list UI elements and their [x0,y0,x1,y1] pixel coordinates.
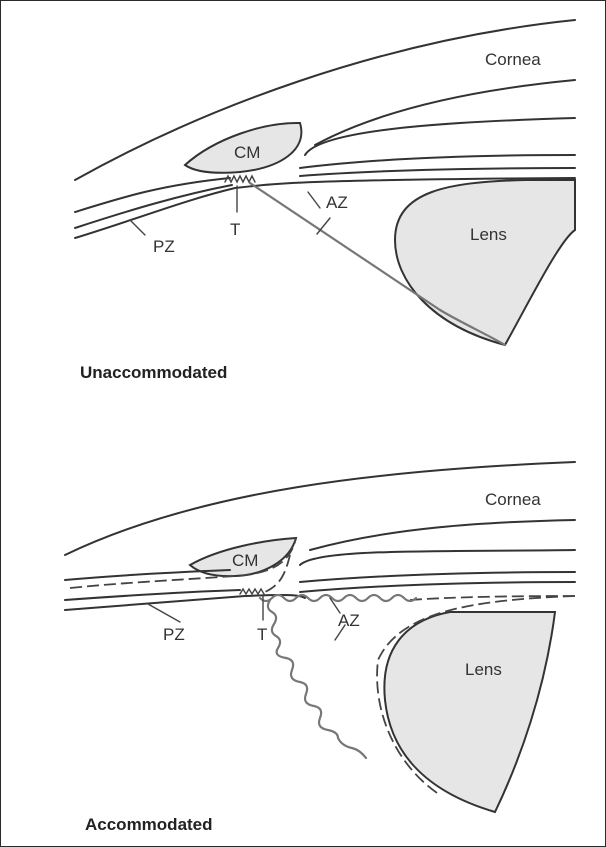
pz-label-top: PZ [153,237,175,256]
unaccommodated-panel: Cornea CM Lens PZ T AZ Unaccommodated [75,20,575,382]
tendon-tuft-b [240,589,264,594]
cm-label-bottom: CM [232,551,258,570]
t-label-top: T [230,220,240,239]
lens-shape [395,180,575,345]
pz-label-bottom: PZ [163,625,185,644]
accommodated-panel: Cornea CM Lens PZ T AZ Accommodated [65,462,575,834]
t-label-bottom: T [257,625,267,644]
iris-lower-curve [300,168,575,176]
cornea-label-bottom: Cornea [485,490,541,509]
cornea-label-top: Cornea [485,50,541,69]
unaccommodated-caption: Unaccommodated [80,363,227,382]
cornea-inner-curve-1-b [310,520,575,550]
pz-leader-line [130,220,145,235]
az-leader-line [308,192,320,208]
iris-upper-curve [300,155,575,168]
lens-label-bottom: Lens [465,660,502,679]
lens-shape-b [384,612,555,812]
sclera-layer-2 [75,185,232,228]
tendon-tuft [225,176,255,182]
cornea-inner-curve-2-b [300,550,575,565]
iris-lower-curve-b [300,582,575,592]
az-label-bottom: AZ [338,611,360,630]
iris-upper-curve-b [300,572,575,582]
pz-leader-line-b [148,604,180,622]
cornea-inner-curve-2 [305,118,575,155]
accommodated-caption: Accommodated [85,815,213,834]
lens-label-top: Lens [470,225,507,244]
az-label-top: AZ [326,193,348,212]
cm-label-top: CM [234,143,260,162]
sclera-layer-1-b [65,570,230,580]
